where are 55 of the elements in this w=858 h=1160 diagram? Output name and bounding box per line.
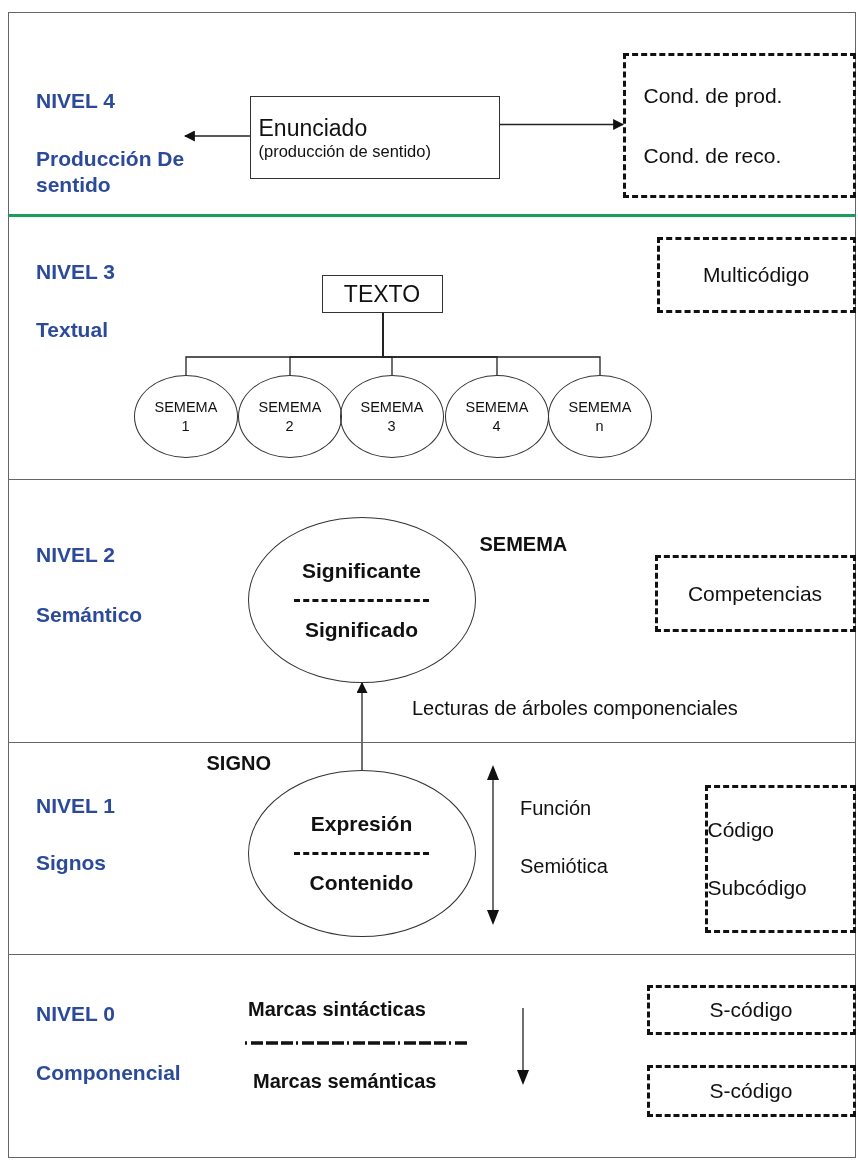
level-band	[8, 955, 856, 1158]
arrow	[499, 119, 625, 130]
connector-line	[382, 312, 601, 376]
dashed-box	[704, 785, 856, 933]
box-title: Enunciado	[258, 115, 369, 142]
level-band	[8, 743, 856, 955]
dashed-box	[622, 53, 856, 198]
level-title: NIVEL 2	[36, 542, 115, 568]
ellipse-node	[247, 770, 476, 937]
dashed-box	[646, 1065, 856, 1117]
level-band	[8, 480, 856, 743]
level-name: Producción De sentido	[36, 146, 186, 199]
marker-text: Marcas sintácticas	[248, 998, 426, 1021]
level-name: Componencial	[36, 1060, 182, 1086]
level-band	[8, 217, 856, 480]
dashed-box	[656, 237, 856, 313]
node-caption: SIGNO	[206, 752, 271, 775]
box-label: TEXTO	[343, 280, 421, 308]
box-label: Código	[707, 818, 775, 842]
annotation-text: Lecturas de árboles componenciales	[412, 697, 738, 720]
ellipse-label: Contenido	[309, 871, 414, 895]
ellipse-label: Significado	[304, 617, 419, 642]
box-label: Competencias	[687, 581, 823, 606]
box-label: Subcódigo	[707, 876, 807, 900]
ellipse-label: Significante	[302, 558, 421, 583]
level-title: NIVEL 1	[36, 793, 115, 819]
arrow	[356, 681, 368, 771]
ellipse-label: SEMEMA 3	[360, 398, 423, 435]
text-box	[321, 275, 443, 313]
level-name: Textual	[36, 317, 109, 343]
dashed-box	[646, 985, 856, 1035]
box-label: S-código	[709, 1079, 793, 1103]
ellipse-label: SEMEMA 2	[258, 398, 321, 435]
box-label: Cond. de prod.	[643, 83, 783, 108]
ellipse-label: SEMEMA 1	[154, 398, 217, 435]
ellipse-label: SEMEMA 4	[465, 398, 528, 435]
marker-text: Marcas semánticas	[253, 1070, 437, 1093]
dashed-box	[654, 555, 856, 632]
arrow	[183, 130, 251, 142]
ellipse-label: SEMEMA n	[568, 398, 631, 435]
node-caption: SEMEMA	[479, 533, 568, 556]
level-name: Signos	[36, 850, 107, 876]
ellipse-label: Expresión	[310, 812, 413, 836]
annotation-text: Función	[520, 797, 592, 820]
process-box	[249, 96, 500, 179]
level-title: NIVEL 0	[36, 1001, 115, 1027]
box-label: Multicódigo	[702, 263, 810, 287]
level-band	[8, 12, 856, 217]
box-label: S-código	[709, 998, 793, 1022]
level-name: Semántico	[36, 602, 144, 628]
level-title: NIVEL 3	[36, 259, 115, 285]
annotation-text: Semiótica	[520, 855, 608, 878]
box-label: Cond. de reco.	[643, 143, 782, 168]
box-subtitle: (producción de sentido)	[258, 142, 432, 161]
level-title: NIVEL 4	[36, 88, 115, 114]
